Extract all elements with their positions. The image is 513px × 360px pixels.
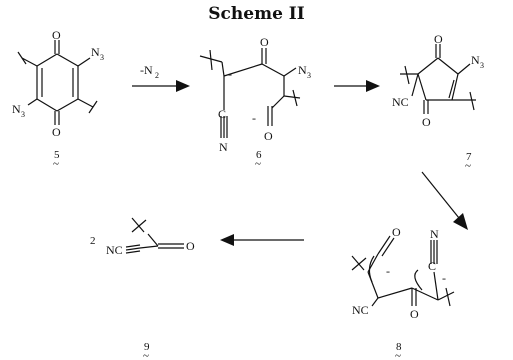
tilde-6: ~ bbox=[255, 158, 261, 170]
scheme-title: Scheme II bbox=[208, 4, 305, 24]
compound-label-9: 9 bbox=[144, 341, 150, 353]
atom-c-nitrile-8: C bbox=[428, 259, 436, 273]
atom-o-top-6: O bbox=[260, 35, 269, 49]
compound-6 bbox=[199, 48, 301, 138]
atom-n-nitrile-8: N bbox=[430, 227, 439, 241]
minus-o-6: - bbox=[252, 111, 256, 125]
arrow-label-n2: -N bbox=[140, 63, 153, 77]
atom-o-top-5: O bbox=[52, 28, 61, 42]
atom-c-6: C bbox=[218, 107, 226, 121]
atom-nc-7: NC bbox=[392, 95, 409, 109]
compound-7 bbox=[400, 44, 476, 114]
azide-sub-5-right: 3 bbox=[100, 53, 104, 62]
arrow-head-5-to-6 bbox=[176, 80, 190, 92]
azide-n-5-right: N bbox=[91, 45, 100, 59]
tilde-7: ~ bbox=[465, 160, 471, 172]
arrow-head-6-to-7 bbox=[366, 80, 380, 92]
minus-c-6: - bbox=[228, 67, 232, 81]
minus-8-left: - bbox=[386, 264, 390, 278]
azide-sub-7: 3 bbox=[480, 61, 484, 70]
minus-8-right: - bbox=[442, 271, 446, 285]
azide-n-5-left: N bbox=[12, 102, 21, 116]
atom-o-bottom-5: O bbox=[52, 125, 61, 139]
atom-o-9: O bbox=[186, 239, 195, 253]
azide-sub-5-left: 3 bbox=[21, 110, 25, 119]
compound-9 bbox=[125, 217, 184, 254]
atom-o-bottom-6: O bbox=[264, 129, 273, 143]
atom-o-bottom-7: O bbox=[422, 115, 431, 129]
azide-n-7: N bbox=[471, 53, 480, 67]
tilde-5: ~ bbox=[53, 158, 59, 170]
compound-5 bbox=[17, 40, 98, 125]
atom-o-bottom-8: O bbox=[410, 307, 419, 321]
compound-label-7: 7 bbox=[466, 151, 472, 163]
atom-o-top-7: O bbox=[434, 32, 443, 46]
azide-sub-6: 3 bbox=[307, 71, 311, 80]
atom-o-ketene-8: O bbox=[392, 225, 401, 239]
compound-8 bbox=[351, 235, 455, 307]
compound-label-6: 6 bbox=[256, 149, 262, 161]
tilde-8: ~ bbox=[395, 350, 401, 360]
atom-nc-9: NC bbox=[106, 243, 123, 257]
arrow-label-n2-sub: 2 bbox=[155, 71, 159, 80]
tilde-9: ~ bbox=[143, 350, 149, 360]
azide-n-6: N bbox=[298, 63, 307, 77]
compound-label-5: 5 bbox=[54, 149, 60, 161]
arrow-head-8-to-9 bbox=[220, 234, 234, 246]
atom-n-nitrile-6: N bbox=[219, 140, 228, 154]
atom-nc-8: NC bbox=[352, 303, 369, 317]
arrow-head-7-to-8 bbox=[453, 213, 468, 230]
compound-label-2: 2 bbox=[90, 235, 96, 247]
arrow-7-to-8 bbox=[421, 171, 460, 219]
compound-label-8: 8 bbox=[396, 341, 402, 353]
